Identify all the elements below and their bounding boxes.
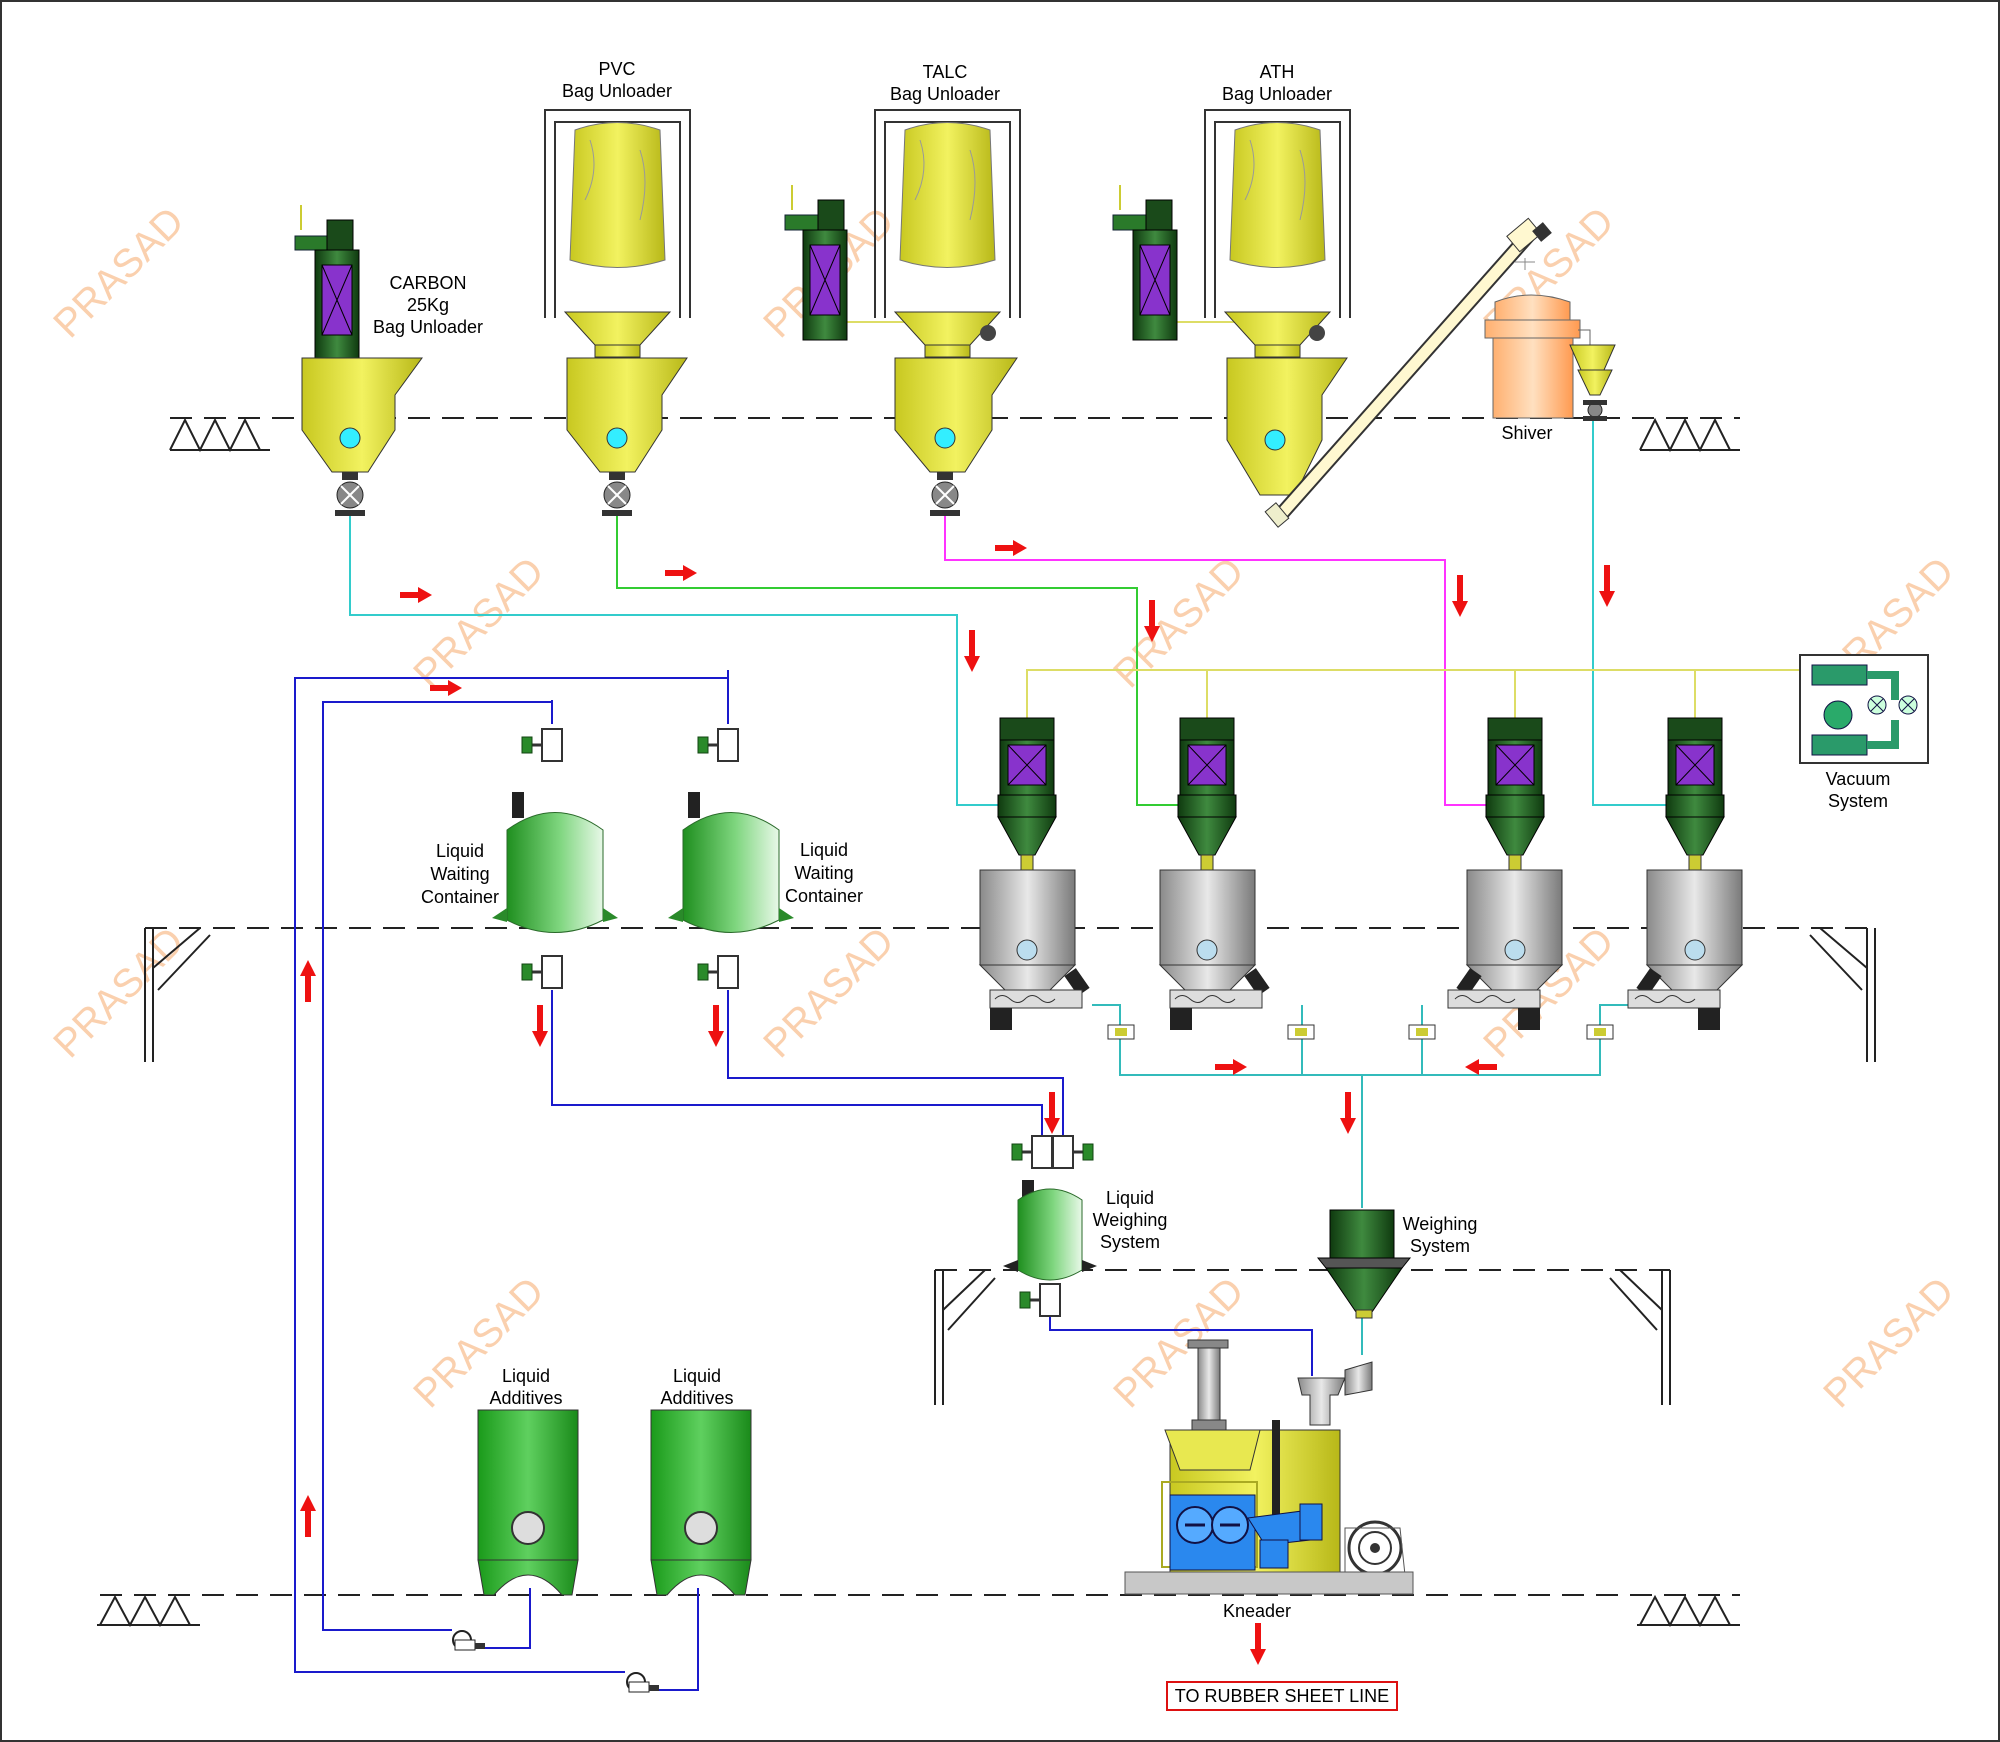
- pvc-bag-unloader[interactable]: [544, 109, 691, 516]
- lws-to-kneader: [1049, 1312, 1313, 1376]
- talc-label: TALC Bag Unloader: [890, 62, 1000, 104]
- pvc-label: PVC Bag Unloader: [562, 59, 672, 101]
- vacuum-header: [1026, 669, 1800, 718]
- receiver-feeder-2[interactable]: [1158, 717, 1270, 1030]
- svg-text:PRASAD: PRASAD: [405, 549, 552, 696]
- svg-text:Container: Container: [785, 886, 863, 906]
- svg-text:PVC: PVC: [598, 59, 635, 79]
- liquid-waiting-container-1[interactable]: [492, 727, 618, 990]
- ath-bag-unloader[interactable]: [1112, 109, 1351, 496]
- svg-text:System: System: [1410, 1236, 1470, 1256]
- svg-text:Liquid: Liquid: [800, 840, 848, 860]
- shiver-line: [1592, 415, 1675, 806]
- lwc1-down: [551, 990, 1043, 1140]
- la1-label: Liquid Additives: [489, 1366, 562, 1408]
- svg-text:ATH: ATH: [1260, 62, 1295, 82]
- svg-text:Bag Unloader: Bag Unloader: [1222, 84, 1332, 104]
- svg-text:PRASAD: PRASAD: [755, 919, 902, 1066]
- liquid-outer-loop: [294, 670, 729, 1673]
- carbon-bag-unloader[interactable]: [294, 205, 423, 516]
- receiver-feeder-1[interactable]: [978, 717, 1090, 1030]
- additive-pump-2[interactable]: [626, 1672, 659, 1693]
- lwc2-label: Liquid Waiting Container: [785, 840, 863, 906]
- kneader[interactable]: [1124, 1339, 1414, 1595]
- svg-text:Liquid: Liquid: [502, 1366, 550, 1386]
- ws-label: Weighing System: [1403, 1214, 1478, 1256]
- svg-text:Liquid: Liquid: [673, 1366, 721, 1386]
- additive2-pump-line: [652, 1588, 699, 1691]
- svg-text:Waiting: Waiting: [794, 863, 853, 883]
- svg-text:Additives: Additives: [489, 1388, 562, 1408]
- svg-text:System: System: [1100, 1232, 1160, 1252]
- svg-text:Liquid: Liquid: [436, 841, 484, 861]
- lwc2-down: [727, 990, 1064, 1140]
- svg-text:TALC: TALC: [923, 62, 968, 82]
- svg-text:CARBON: CARBON: [389, 273, 466, 293]
- svg-text:Bag Unloader: Bag Unloader: [562, 81, 672, 101]
- svg-text:Weighing: Weighing: [1093, 1210, 1168, 1230]
- vacuum-system[interactable]: [1799, 654, 1929, 764]
- svg-text:Additives: Additives: [660, 1388, 733, 1408]
- additive1-pump-line: [478, 1588, 531, 1649]
- feed-header: [1092, 1004, 1630, 1208]
- additive-pump-1[interactable]: [452, 1630, 485, 1651]
- la2-label: Liquid Additives: [660, 1366, 733, 1408]
- svg-text:PRASAD: PRASAD: [45, 199, 192, 346]
- svg-text:PRASAD: PRASAD: [1815, 1269, 1962, 1416]
- svg-text:Liquid: Liquid: [1106, 1188, 1154, 1208]
- svg-text:Waiting: Waiting: [430, 864, 489, 884]
- carbon-label: CARBON 25Kg Bag Unloader: [373, 273, 483, 337]
- receiver-feeder-3[interactable]: [1447, 717, 1564, 1030]
- talc-bag-unloader[interactable]: [784, 109, 1021, 516]
- shiver[interactable]: [1484, 258, 1616, 421]
- svg-text:PRASAD: PRASAD: [1105, 549, 1252, 696]
- feed-drops: [1301, 1005, 1423, 1035]
- svg-text:PRASAD: PRASAD: [45, 919, 192, 1066]
- svg-text:25Kg: 25Kg: [407, 295, 449, 315]
- pvc-line: [616, 512, 1185, 806]
- output-destination-box[interactable]: TO RUBBER SHEET LINE: [1166, 1681, 1398, 1711]
- kneader-label: Kneader: [1223, 1601, 1291, 1621]
- svg-text:PRASAD: PRASAD: [1105, 1269, 1252, 1416]
- liquid-additives-tank-2[interactable]: [650, 1409, 752, 1596]
- svg-text:Bag Unloader: Bag Unloader: [890, 84, 1000, 104]
- talc-line: [944, 512, 1493, 806]
- svg-text:Vacuum: Vacuum: [1826, 769, 1891, 789]
- receiver-feeder-4[interactable]: [1627, 717, 1744, 1030]
- lws-label: Liquid Weighing System: [1093, 1188, 1168, 1252]
- lwc1-label: Liquid Waiting Container: [421, 841, 499, 907]
- svg-text:Weighing: Weighing: [1403, 1214, 1478, 1234]
- svg-text:Bag Unloader: Bag Unloader: [373, 317, 483, 337]
- weighing-system[interactable]: [1316, 1209, 1412, 1319]
- liquid-additives-tank-1[interactable]: [477, 1409, 579, 1596]
- svg-text:Container: Container: [421, 887, 499, 907]
- liquid-weighing-system[interactable]: [1003, 1134, 1097, 1318]
- inclined-screw-conveyor[interactable]: [1264, 217, 1552, 528]
- carbon-line: [349, 512, 1005, 806]
- floor-level-ground: [97, 1594, 1740, 1628]
- svg-text:System: System: [1828, 791, 1888, 811]
- shiver-label: Shiver: [1501, 423, 1552, 443]
- ath-label: ATH Bag Unloader: [1222, 62, 1332, 104]
- output-destination-label: TO RUBBER SHEET LINE: [1175, 1686, 1389, 1706]
- feeder-outlet-valves[interactable]: [1107, 1024, 1614, 1040]
- liquid-waiting-container-2[interactable]: [668, 727, 794, 990]
- vacuum-label: Vacuum System: [1826, 769, 1891, 811]
